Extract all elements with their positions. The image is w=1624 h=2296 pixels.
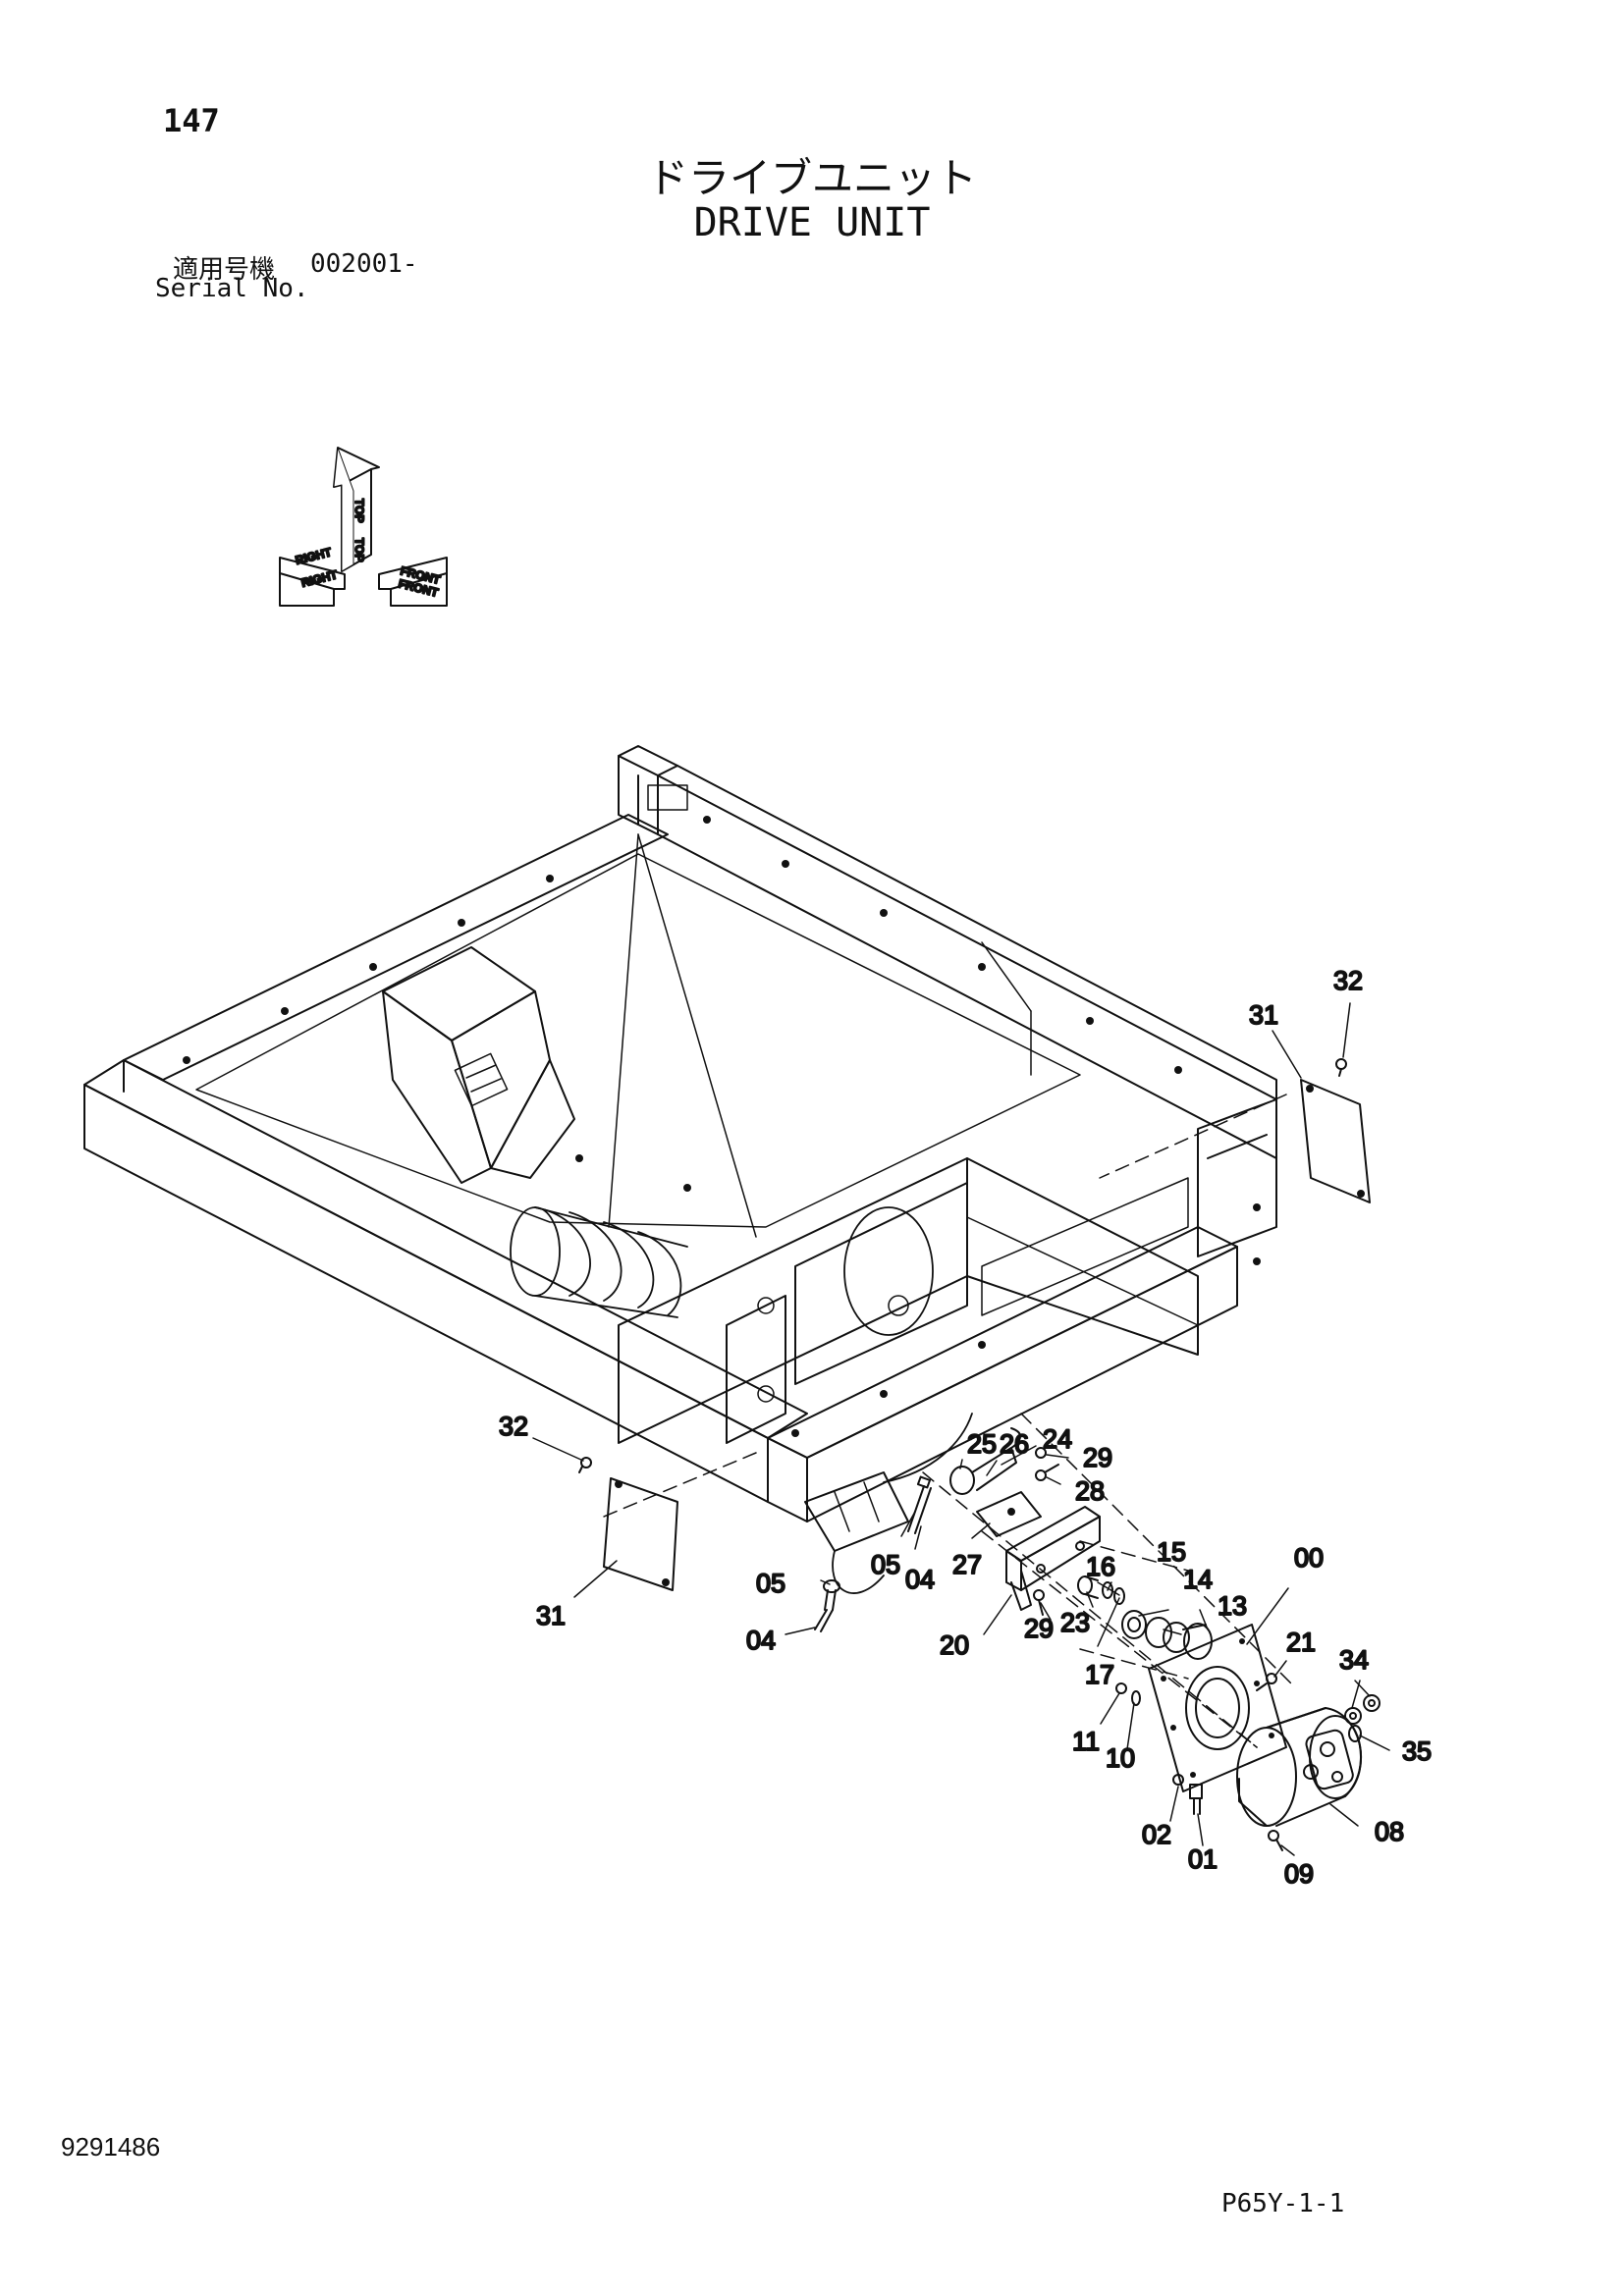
- serial-label-english: Serial No.: [155, 274, 309, 303]
- bolt-29-lower: [1033, 1589, 1045, 1616]
- orientation-symbol: TOP TOP FRONT FRONT RIGHT RIGHT: [279, 447, 448, 607]
- auger-bearing-housing: [804, 1471, 909, 1552]
- orientation-right-label-2: RIGHT: [299, 567, 339, 590]
- callout-label: 24: [1043, 1424, 1072, 1454]
- callout-label: 20: [940, 1630, 969, 1660]
- frame-rear-rail: [123, 814, 669, 1081]
- end-cover-right: [1300, 1079, 1371, 1203]
- frame-assembly: [83, 745, 1371, 1594]
- bolt-04-lower: [814, 1609, 834, 1632]
- frame-left-rail-top: [83, 1059, 808, 1439]
- callout-label: 32: [1333, 966, 1363, 995]
- drive-components: [578, 1058, 1380, 1851]
- callout-label: 05: [871, 1550, 900, 1579]
- bolt-04-upper: [907, 1475, 932, 1534]
- up-arrow-icon: [333, 447, 380, 572]
- nut-11: [1115, 1682, 1127, 1694]
- bolt-05-lower: [823, 1579, 840, 1611]
- callout-label: 31: [536, 1601, 566, 1630]
- orientation-top-label-2: TOP: [352, 538, 366, 561]
- callout-label: 15: [1157, 1537, 1186, 1567]
- hydraulic-motor-08: [1236, 1707, 1362, 1827]
- hopper-box-side: [382, 990, 492, 1184]
- mounting-plate-00: [1148, 1624, 1287, 1792]
- seal-15: [1121, 1610, 1147, 1639]
- callout-label: 08: [1375, 1817, 1404, 1846]
- callout-label: 01: [1188, 1844, 1218, 1874]
- callout-label: 23: [1060, 1608, 1090, 1637]
- sensor-bracket: [976, 1491, 1042, 1537]
- washer-35: [1348, 1725, 1362, 1742]
- leader-lines: [532, 1002, 1390, 1856]
- washer-16: [1102, 1581, 1125, 1605]
- frame-left-rail-side: [83, 1084, 769, 1503]
- spacer-23: [1077, 1575, 1099, 1599]
- bolt-02: [1172, 1774, 1184, 1786]
- end-cover-left: [603, 1477, 678, 1591]
- callout-label: 29: [1024, 1614, 1054, 1643]
- callout-label: 02: [1142, 1820, 1171, 1849]
- nut-34-lower: [1344, 1707, 1362, 1725]
- bolt-21: [1256, 1673, 1277, 1691]
- page-reference: P65Y-1-1: [1221, 2189, 1345, 2218]
- frame-right-corner: [1197, 1098, 1277, 1257]
- page-number: 147: [163, 102, 220, 139]
- callout-label: 27: [952, 1550, 982, 1579]
- frame-inner-crossmember: [618, 1157, 968, 1444]
- orientation-top-label: TOP: [352, 499, 366, 522]
- bolt-29-upper: [1035, 1447, 1047, 1459]
- callout-label: 26: [1000, 1429, 1029, 1459]
- bolt-32-left: [578, 1457, 592, 1473]
- callout-label: 00: [1294, 1543, 1324, 1573]
- drive-bracket-plate: [726, 1295, 786, 1444]
- callout-label: 31: [1249, 1000, 1278, 1030]
- title-japanese: ドライブユニット: [646, 154, 977, 202]
- bolt-01: [1189, 1784, 1203, 1815]
- callout-labels: 32 31 32 31 25 26 24 29 28 27 05 04 05 0…: [498, 965, 1433, 1890]
- washer-10: [1131, 1690, 1141, 1706]
- callout-label: 05: [756, 1569, 785, 1598]
- bolt-28: [1035, 1464, 1059, 1481]
- sensor-assembly: [949, 1427, 1021, 1495]
- frame-floor-plate: [195, 853, 1081, 1228]
- callout-label: 04: [746, 1626, 776, 1655]
- right-arrow-icon: [279, 557, 346, 607]
- orientation-right-label: RIGHT: [294, 545, 333, 567]
- document-number: 9291486: [61, 2132, 161, 2162]
- callout-label: 10: [1106, 1743, 1135, 1773]
- callout-label: 28: [1075, 1476, 1105, 1506]
- title-english: DRIVE UNIT: [693, 200, 931, 245]
- bolt-09: [1268, 1830, 1283, 1851]
- nut-34-upper: [1363, 1694, 1380, 1712]
- exploded-centerlines: [603, 1094, 1297, 1748]
- callout-label: 14: [1183, 1565, 1213, 1594]
- callout-label: 34: [1339, 1645, 1369, 1675]
- callout-label: 11: [1072, 1727, 1100, 1756]
- callout-label: 09: [1284, 1859, 1314, 1889]
- callout-label: 16: [1086, 1552, 1115, 1581]
- callout-label: 29: [1083, 1443, 1112, 1472]
- drive-flange-opening: [843, 1206, 934, 1336]
- callout-label: 25: [967, 1429, 997, 1459]
- front-arrow-icon: [378, 557, 448, 607]
- bushing-14: [1145, 1617, 1190, 1653]
- serial-label-japanese: 適用号機: [173, 255, 276, 285]
- bolt-32-right: [1335, 1058, 1347, 1077]
- callout-label: 35: [1402, 1736, 1432, 1766]
- callout-label: 04: [905, 1565, 935, 1594]
- serial-value: 002001-: [310, 249, 418, 279]
- frame-front-rail-side: [806, 1246, 1238, 1522]
- callout-label: 13: [1218, 1591, 1247, 1621]
- callout-label: 17: [1085, 1660, 1114, 1689]
- auger-screw: [510, 1206, 688, 1318]
- frame-right-rail: [657, 774, 1277, 1159]
- callout-label: 21: [1286, 1628, 1316, 1657]
- callout-label: 32: [499, 1412, 528, 1441]
